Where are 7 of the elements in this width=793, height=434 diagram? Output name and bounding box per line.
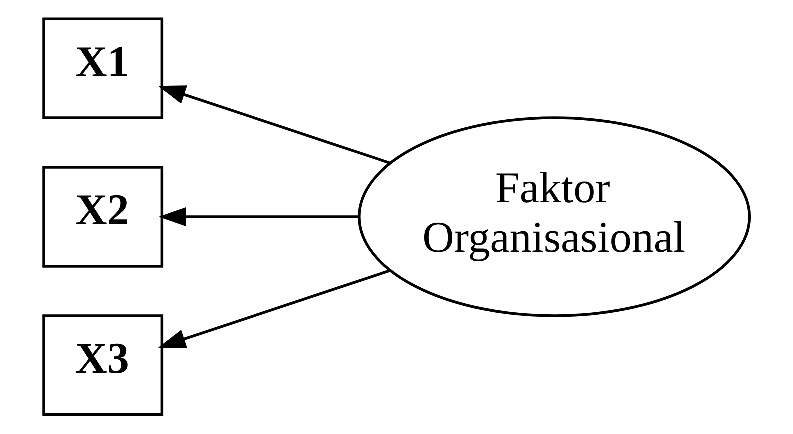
node-box: X2 <box>42 166 164 268</box>
node-ellipse: Faktor Organisasional <box>358 116 752 318</box>
arrow <box>158 207 360 227</box>
arrow <box>158 269 392 348</box>
arrow <box>158 86 392 165</box>
node-box: X3 <box>42 314 164 416</box>
node-box: X1 <box>42 18 164 120</box>
